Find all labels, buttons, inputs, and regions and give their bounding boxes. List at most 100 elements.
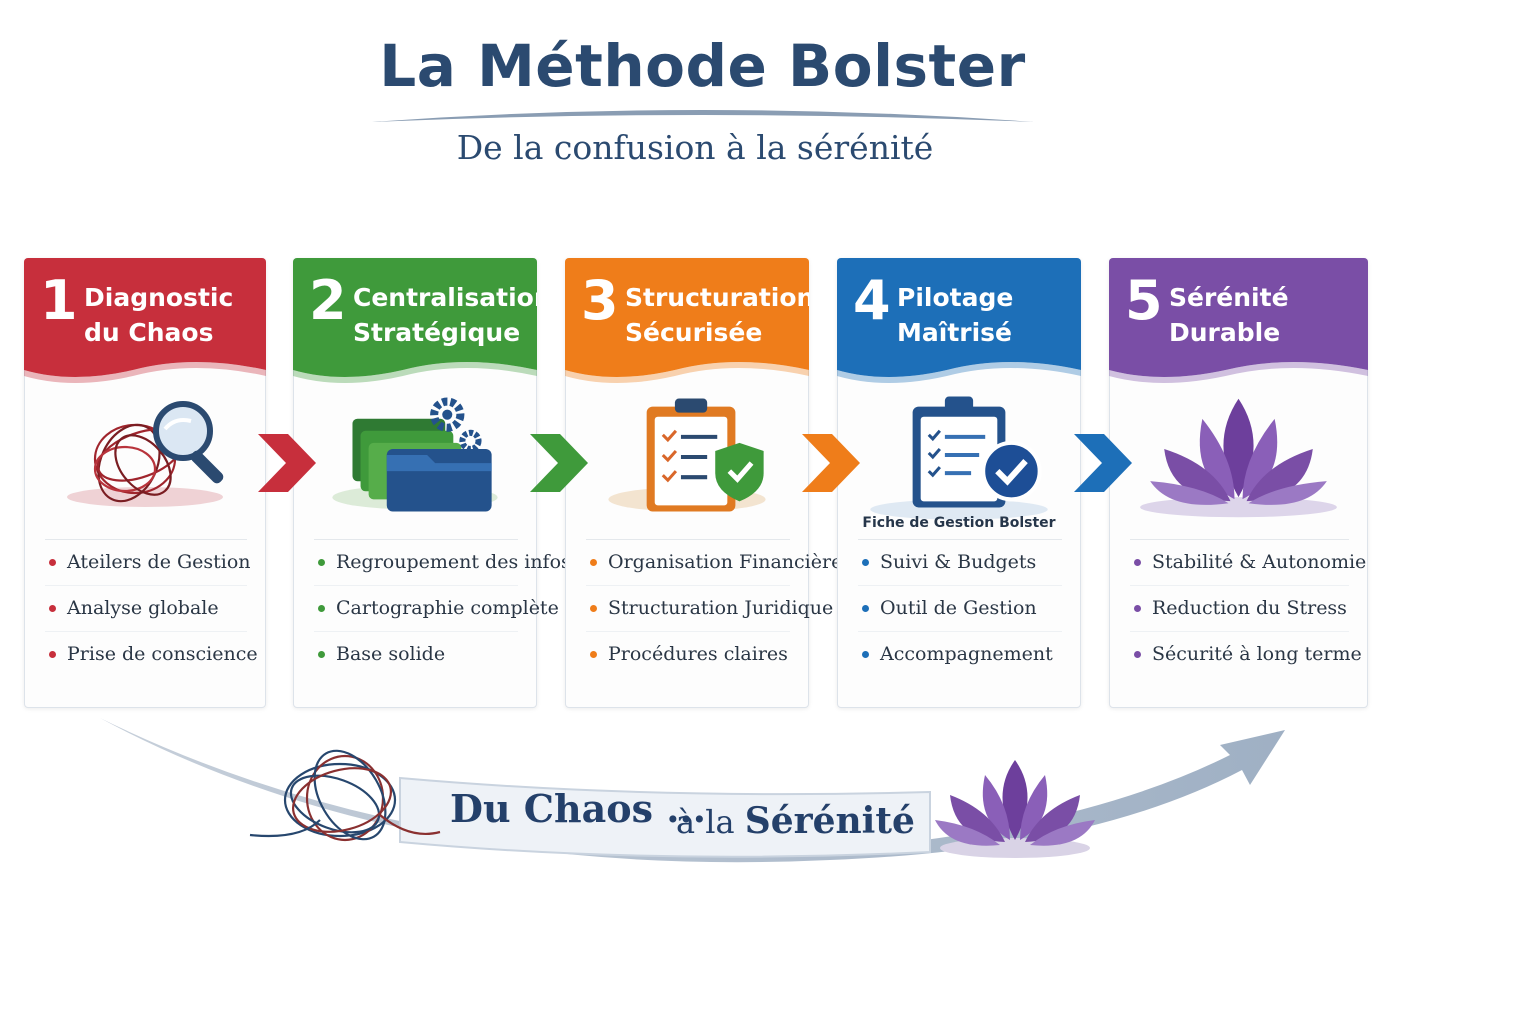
step-number: 3 xyxy=(581,269,619,332)
banner-serenity-text: à la Sérénité xyxy=(676,800,915,842)
bullet-icon xyxy=(49,605,56,612)
list-item-text: Prise de conscience xyxy=(67,643,258,665)
tangle-icon xyxy=(249,749,441,842)
bullet-icon xyxy=(318,559,325,566)
list-item: Regroupement des infos xyxy=(314,540,571,586)
step-title-line1: Diagnostic xyxy=(84,283,234,312)
list-item-text: Organisation Financière xyxy=(608,551,843,573)
list-item-text: Procédures claires xyxy=(608,643,788,665)
bullet-icon xyxy=(1134,559,1141,566)
bullet-icon xyxy=(1134,651,1141,658)
bullet-icon xyxy=(862,605,869,612)
step-number: 2 xyxy=(309,269,347,332)
list-item: Prise de conscience xyxy=(45,632,258,677)
checklist-check-icon xyxy=(870,396,1048,520)
page-title: La Méthode Bolster xyxy=(379,32,1026,100)
step-title-line1: Centralisation xyxy=(353,283,537,312)
step-caption: Fiche de Gestion Bolster xyxy=(862,515,1056,531)
step-header-band xyxy=(24,258,266,383)
chevron-right-icon xyxy=(1074,434,1132,492)
bullet-icon xyxy=(862,651,869,658)
step-header-band xyxy=(837,258,1081,383)
list-item: Sécurité à long terme xyxy=(1130,632,1362,677)
list-item-text: Ateilers de Gestion xyxy=(67,551,251,573)
chaos-to-serenity-arrow xyxy=(100,718,1285,863)
step-title-line2: Maîtrisé xyxy=(897,318,1013,347)
lotus-icon xyxy=(935,760,1095,858)
step-number: 4 xyxy=(853,269,891,332)
step-title-line2: du Chaos xyxy=(84,318,214,347)
banner-serenity-emphasis: Sérénité xyxy=(744,800,915,842)
list-item-text: Sécurité à long terme xyxy=(1152,643,1362,665)
step-header-band xyxy=(1109,258,1368,383)
list-item-text: Reduction du Stress xyxy=(1152,597,1347,619)
folders-gears-icon xyxy=(332,397,498,512)
list-item-text: Analyse globale xyxy=(67,597,219,619)
list-item-text: Outil de Gestion xyxy=(880,597,1037,619)
step-title-line1: Sérénité xyxy=(1169,283,1289,312)
list-item: Structuration Juridique xyxy=(586,586,833,632)
list-item-text: Regroupement des infos xyxy=(336,551,571,573)
list-item-text: Structuration Juridique xyxy=(608,597,834,619)
chevron-right-icon xyxy=(530,434,588,492)
bullet-icon xyxy=(590,605,597,612)
bullet-icon xyxy=(318,651,325,658)
list-item: Base solide xyxy=(314,632,518,677)
title-underline xyxy=(372,110,1034,122)
bullet-icon xyxy=(49,559,56,566)
banner-chaos-text: Du Chaos ... xyxy=(450,786,706,831)
list-item: Accompagnement xyxy=(858,632,1062,677)
list-item-text: Accompagnement xyxy=(880,643,1053,665)
list-item-text: Suivi & Budgets xyxy=(880,551,1037,573)
bullet-icon xyxy=(862,559,869,566)
step-title-line1: Structuration xyxy=(625,283,809,312)
list-item: Stabilité & Autonomie xyxy=(1130,540,1366,586)
list-item: Procédures claires xyxy=(586,632,790,677)
list-item: Suivi & Budgets xyxy=(858,540,1062,586)
list-item-text: Stabilité & Autonomie xyxy=(1152,551,1367,573)
list-item: Ateilers de Gestion xyxy=(45,540,251,586)
list-item-text: Cartographie complète xyxy=(336,597,559,619)
lotus-icon xyxy=(1140,398,1337,518)
list-item-text: Base solide xyxy=(336,643,446,665)
step-title-line2: Durable xyxy=(1169,318,1281,347)
step-number: 5 xyxy=(1125,269,1163,332)
bullet-icon xyxy=(49,651,56,658)
list-item: Reduction du Stress xyxy=(1130,586,1349,632)
step-number: 1 xyxy=(40,269,78,332)
list-item: Cartographie complète xyxy=(314,586,559,632)
chevron-right-icon xyxy=(258,434,316,492)
bullet-icon xyxy=(1134,605,1141,612)
bullet-icon xyxy=(590,651,597,658)
list-item: Analyse globale xyxy=(45,586,247,632)
list-item: Organisation Financière xyxy=(586,540,842,586)
step-title-line2: Sécurisée xyxy=(625,318,763,347)
chevron-right-icon xyxy=(802,434,860,492)
step-title: Diagnostic du Chaos xyxy=(84,280,233,350)
list-item: Outil de Gestion xyxy=(858,586,1062,632)
step-title-line1: Pilotage xyxy=(897,283,1014,312)
page-subtitle: De la confusion à la sérénité xyxy=(456,128,934,167)
tangle-magnifier-icon xyxy=(67,401,224,507)
bullet-icon xyxy=(590,559,597,566)
bullet-icon xyxy=(318,605,325,612)
banner-serenity-prefix: à la xyxy=(676,803,735,841)
